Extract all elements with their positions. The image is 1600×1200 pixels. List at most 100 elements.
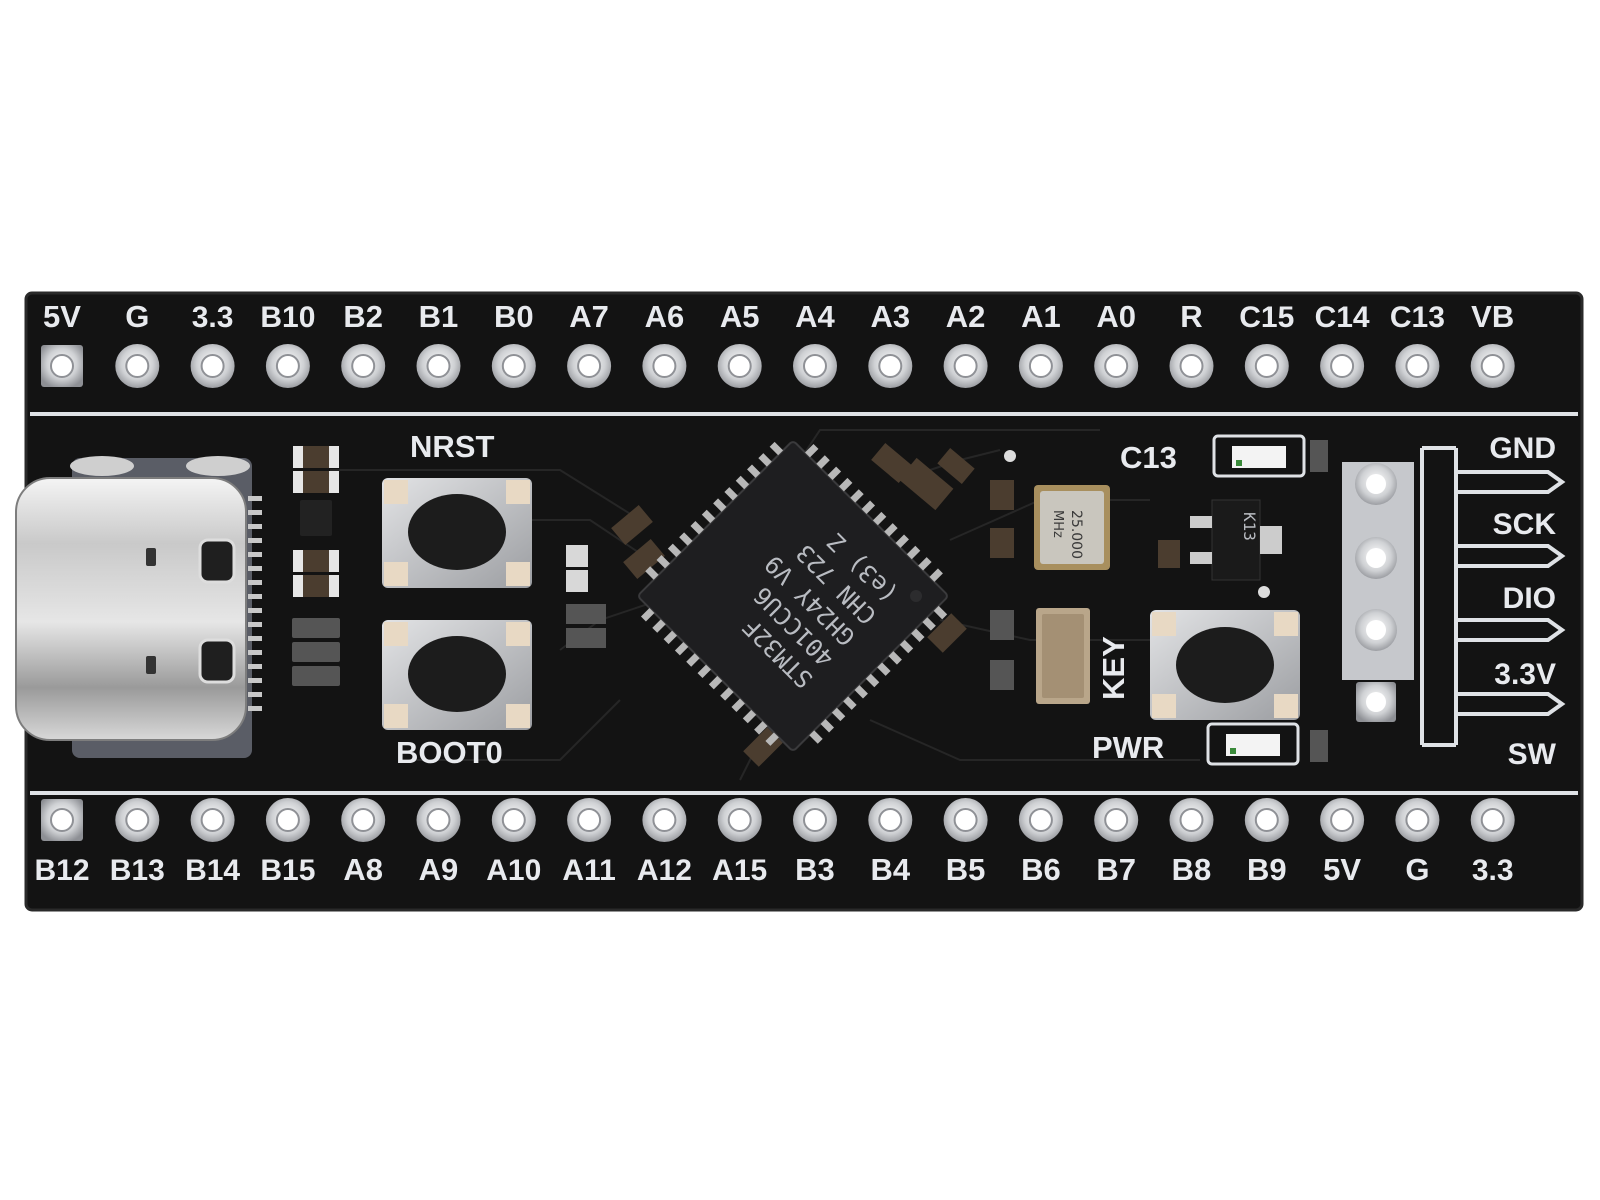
top-header-label: 3.3 bbox=[192, 301, 234, 334]
swd-label-3: DIO bbox=[1503, 582, 1556, 615]
top-header-pin-7[interactable] bbox=[491, 344, 536, 388]
pwr-led bbox=[1206, 722, 1300, 766]
top-header-label: A5 bbox=[720, 299, 760, 334]
bottom-header-label: B6 bbox=[1021, 852, 1061, 887]
nrst-button[interactable] bbox=[382, 478, 532, 588]
top-header-pin-2[interactable] bbox=[115, 344, 160, 388]
nrst-label: NRST bbox=[410, 429, 494, 464]
usb-c-port[interactable] bbox=[15, 456, 262, 758]
top-header-pin-4[interactable] bbox=[265, 344, 310, 388]
top-header-pin-18[interactable] bbox=[1320, 344, 1365, 388]
bottom-header-label: B5 bbox=[946, 852, 986, 887]
top-header-pin-5[interactable] bbox=[341, 344, 386, 388]
pwr-label: PWR bbox=[1092, 730, 1164, 765]
bottom-header-pin-6[interactable] bbox=[416, 798, 461, 842]
smd-passives-left bbox=[292, 446, 340, 686]
bottom-header-pin-8[interactable] bbox=[567, 798, 612, 842]
bottom-header-pin-10[interactable] bbox=[717, 798, 762, 842]
bottom-header-label: B12 bbox=[34, 854, 89, 887]
top-header-label: VB bbox=[1471, 299, 1514, 334]
swd-label-1: GND bbox=[1489, 432, 1556, 465]
top-header-pin-8[interactable] bbox=[567, 344, 612, 388]
boot0-button[interactable] bbox=[382, 620, 532, 730]
bottom-header-label: A15 bbox=[712, 854, 767, 887]
top-header-pin-17[interactable] bbox=[1244, 344, 1289, 388]
swd-pin-1[interactable] bbox=[1355, 463, 1397, 505]
bottom-header-pin-15[interactable] bbox=[1094, 798, 1139, 842]
top-header-pin-11[interactable] bbox=[793, 344, 837, 388]
top-header-label: B10 bbox=[260, 301, 315, 334]
top-header-label: A1 bbox=[1021, 299, 1061, 334]
bottom-header-pin-14[interactable] bbox=[1018, 798, 1063, 842]
swd-pin-4[interactable] bbox=[1356, 682, 1396, 722]
bottom-header-label: B15 bbox=[260, 854, 315, 887]
top-header-label: A0 bbox=[1096, 299, 1136, 334]
top-header-pads bbox=[41, 344, 1515, 388]
top-header-label: C14 bbox=[1315, 301, 1370, 334]
top-header-label: A3 bbox=[870, 299, 910, 334]
top-header-label: A4 bbox=[795, 299, 835, 334]
bottom-header-label: B4 bbox=[870, 852, 910, 887]
top-header-label: G bbox=[125, 299, 149, 334]
crystal-32khz bbox=[1036, 608, 1090, 704]
bottom-header-label: B3 bbox=[795, 852, 835, 887]
bottom-header-pin-11[interactable] bbox=[793, 798, 837, 842]
bottom-header-label: B13 bbox=[110, 854, 165, 887]
smd-passives-right bbox=[990, 440, 1328, 762]
swd-label-2: SCK bbox=[1493, 508, 1557, 541]
top-header-pin-6[interactable] bbox=[416, 344, 461, 388]
swd-header bbox=[1342, 446, 1566, 747]
bottom-header-pin-20[interactable] bbox=[1470, 798, 1515, 842]
top-header-pin-10[interactable] bbox=[717, 344, 762, 388]
swd-labels: GND SCK DIO 3.3V SW bbox=[1489, 432, 1556, 771]
swd-label-4: 3.3V bbox=[1494, 658, 1556, 691]
top-header-pin-15[interactable] bbox=[1094, 344, 1139, 388]
top-header-label: B0 bbox=[494, 299, 534, 334]
swd-pin-2[interactable] bbox=[1355, 537, 1397, 579]
bottom-header-label: A9 bbox=[419, 852, 459, 887]
swd-label-5: SW bbox=[1508, 738, 1557, 771]
top-header-label: C13 bbox=[1390, 301, 1445, 334]
top-header-pin-3[interactable] bbox=[190, 344, 235, 388]
regulator-marking: K13 bbox=[1240, 512, 1259, 541]
bottom-header-pin-16[interactable] bbox=[1169, 798, 1214, 842]
bottom-header-label: A10 bbox=[486, 854, 541, 887]
bottom-header-pin-3[interactable] bbox=[190, 798, 235, 842]
bottom-header-label: A12 bbox=[637, 854, 692, 887]
bottom-header-pin-12[interactable] bbox=[868, 798, 913, 842]
top-header-pin-19[interactable] bbox=[1395, 344, 1440, 388]
bottom-header-label: B7 bbox=[1096, 852, 1136, 887]
top-header-pin-13[interactable] bbox=[943, 344, 988, 388]
top-header-pin-14[interactable] bbox=[1018, 344, 1063, 388]
top-header-label: A2 bbox=[946, 299, 986, 334]
top-header-pin-12[interactable] bbox=[868, 344, 913, 388]
bottom-header-label: A11 bbox=[562, 854, 615, 887]
bottom-header-label: 5V bbox=[1323, 852, 1361, 887]
top-header-pin-1[interactable] bbox=[41, 345, 83, 387]
bottom-header-label: B9 bbox=[1247, 852, 1287, 887]
bottom-header-pin-5[interactable] bbox=[341, 798, 386, 842]
top-header-pin-20[interactable] bbox=[1470, 344, 1515, 388]
swd-pin-3[interactable] bbox=[1355, 609, 1397, 651]
bottom-header-pin-4[interactable] bbox=[265, 798, 310, 842]
bottom-header-label: A8 bbox=[343, 852, 383, 887]
bottom-header-pin-2[interactable] bbox=[115, 798, 160, 842]
bottom-header-pin-18[interactable] bbox=[1320, 798, 1365, 842]
top-header-pin-9[interactable] bbox=[642, 344, 687, 388]
key-button[interactable] bbox=[1150, 610, 1300, 720]
bottom-header-pin-13[interactable] bbox=[943, 798, 988, 842]
bottom-header-pin-9[interactable] bbox=[642, 798, 687, 842]
boot0-label: BOOT0 bbox=[396, 735, 503, 770]
bottom-header-pin-1[interactable] bbox=[41, 799, 83, 841]
bottom-header-pin-17[interactable] bbox=[1244, 798, 1289, 842]
voltage-regulator: K13 bbox=[1190, 499, 1282, 581]
bottom-header-label: B8 bbox=[1172, 852, 1212, 887]
key-label: KEY bbox=[1096, 636, 1131, 700]
mcu-chip bbox=[638, 441, 948, 751]
c13-label: C13 bbox=[1120, 440, 1177, 475]
bottom-header-pin-19[interactable] bbox=[1395, 798, 1440, 842]
top-header-pin-16[interactable] bbox=[1169, 344, 1214, 388]
bottom-header-pin-7[interactable] bbox=[491, 798, 536, 842]
